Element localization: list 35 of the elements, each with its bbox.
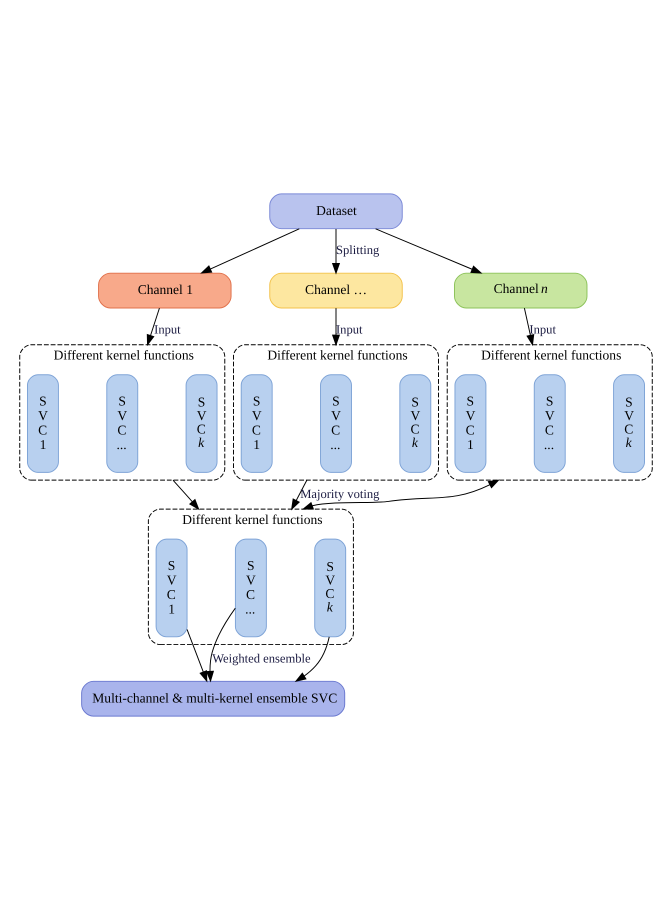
- node-box: Dataset: [269, 192, 403, 229]
- arrow: [294, 636, 330, 682]
- edge-label: Input: [529, 322, 556, 336]
- node-box: Multi-channel & multi-kernel ensemble SVC: [81, 680, 346, 716]
- arrow: [302, 478, 500, 510]
- node-box: S V C k: [186, 374, 218, 472]
- arrow: [172, 479, 200, 510]
- arrow: [291, 479, 308, 510]
- arrow: [375, 228, 482, 274]
- edge-label: Splitting: [336, 242, 380, 257]
- node-box: Channel n: [454, 272, 588, 308]
- arrow: [524, 307, 534, 346]
- node-box: S V C ...: [534, 374, 566, 472]
- edge-label: Input: [154, 322, 181, 336]
- edge-label: Majority voting: [300, 486, 380, 500]
- edge-label: Weighted ensemble: [212, 650, 311, 665]
- node-box: S V C 1: [240, 374, 273, 472]
- node-box: S V C k: [399, 374, 432, 472]
- arrow: [206, 607, 236, 682]
- node-box: Channel 1: [98, 272, 232, 308]
- node-box: S V C 1: [454, 374, 486, 472]
- arrow: [200, 228, 300, 274]
- node-box: S V C ...: [234, 538, 267, 637]
- node-box: Channel …: [269, 272, 403, 308]
- arrow: [332, 228, 340, 274]
- node-box: S V C k: [613, 374, 645, 472]
- node-box: S V C 1: [27, 374, 59, 472]
- edge-label: Input: [336, 322, 363, 336]
- arrow: [332, 307, 340, 346]
- node-box: S V C ...: [106, 374, 138, 472]
- node-box: S V C ...: [320, 374, 352, 472]
- node-box: S V C k: [314, 538, 346, 637]
- arrow: [186, 628, 208, 682]
- arrow: [146, 307, 160, 346]
- node-box: S V C 1: [156, 538, 188, 637]
